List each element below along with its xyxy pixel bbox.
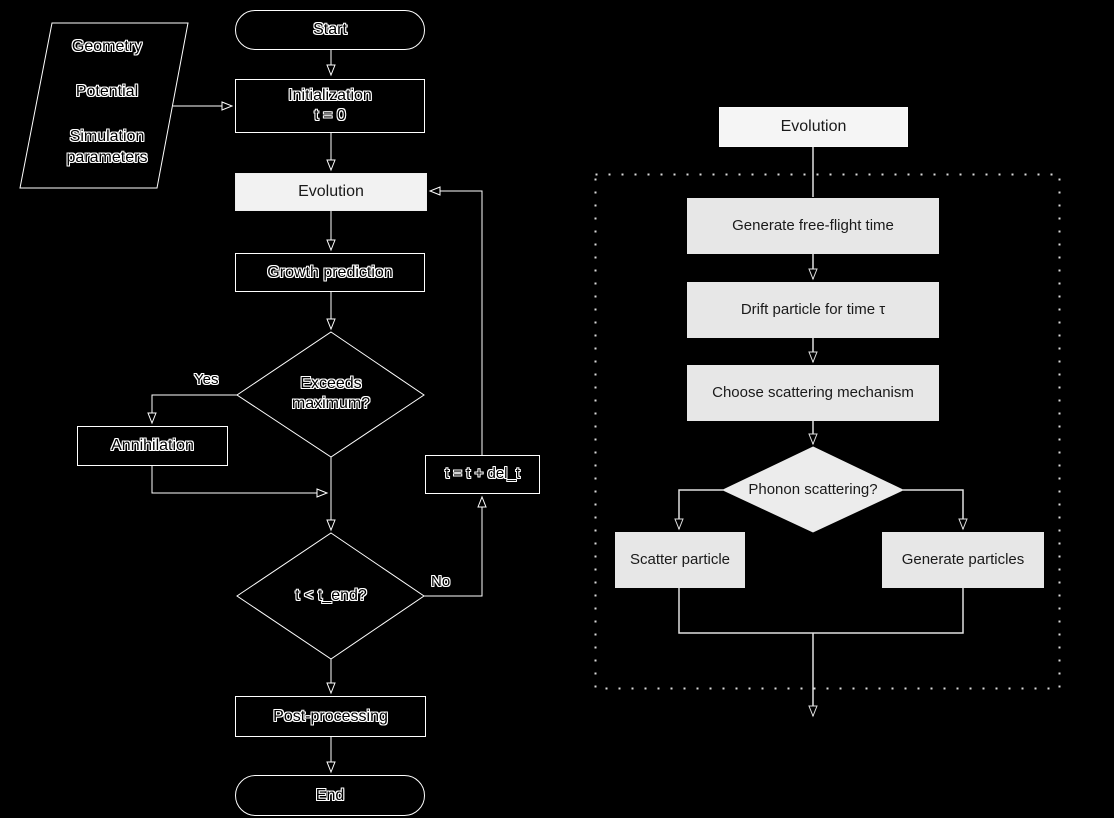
post-processing-step: Post-processing xyxy=(235,696,426,737)
connector-yes-to-annihilation xyxy=(147,394,237,425)
choose-scattering-step: Choose scattering mechanism xyxy=(687,365,939,421)
connector-annihilation-merge xyxy=(151,466,329,498)
initialization-line1: Initialization xyxy=(288,87,372,104)
evolution-right-label: Evolution xyxy=(780,118,847,135)
yes-branch-label: Yes xyxy=(194,371,219,388)
evolution-step-left: Evolution xyxy=(235,173,427,211)
time-update-step: t = t + del_t xyxy=(425,455,540,494)
exceeds-line1: Exceeds xyxy=(300,375,362,392)
exceeds-line2: maximum? xyxy=(291,395,371,412)
connectors-left xyxy=(147,50,487,774)
t-end-label: t < t_end? xyxy=(295,587,367,604)
exceeds-maximum-decision: Exceeds maximum? xyxy=(250,371,412,417)
no-branch-label: No xyxy=(431,573,451,590)
end-terminator: End xyxy=(235,775,425,816)
connector-time-update-to-evolution xyxy=(428,186,483,455)
input-line-simulation-parameters: Simulation parameters xyxy=(66,128,148,166)
connector-decision-to-generate-particles xyxy=(903,489,968,531)
phonon-scattering-diamond-shape xyxy=(721,446,905,533)
connectors-right xyxy=(674,147,968,718)
drift-particle-step: Drift particle for time τ xyxy=(687,282,939,338)
generate-free-flight-step: Generate free-flight time xyxy=(687,198,939,254)
initialization-step: Initialization t = 0 xyxy=(235,79,425,133)
scatter-particle-step: Scatter particle xyxy=(615,532,745,588)
annihilation-step: Annihilation xyxy=(77,426,228,466)
initialization-line2: t = 0 xyxy=(314,107,346,124)
connector-no-to-time-update xyxy=(424,495,487,597)
connector-branch-merge xyxy=(678,588,964,634)
start-label: Start xyxy=(313,21,347,38)
input-line-geometry: Geometry xyxy=(71,38,143,55)
growth-label: Growth prediction xyxy=(267,263,393,281)
generate-particles-label: Generate particles xyxy=(901,550,1025,568)
evolution-detail-title: Evolution xyxy=(719,107,908,147)
input-line-potential: Potential xyxy=(75,83,139,100)
evolution-left-label: Evolution xyxy=(298,183,364,200)
scatter-particle-label: Scatter particle xyxy=(629,550,731,568)
evolution-detail-boundary xyxy=(594,173,1061,690)
annihilation-label: Annihilation xyxy=(111,437,194,454)
input-parallelogram-shape xyxy=(19,22,189,189)
phonon-scattering-label: Phonon scattering? xyxy=(748,480,878,498)
choose-scattering-label: Choose scattering mechanism xyxy=(712,383,914,401)
end-label: End xyxy=(315,786,345,804)
generate-particles-step: Generate particles xyxy=(882,532,1044,588)
drift-particle-label: Drift particle for time τ xyxy=(740,300,886,318)
time-update-label: t = t + del_t xyxy=(444,465,521,483)
generate-free-flight-label: Generate free-flight time xyxy=(732,216,894,234)
input-parallelogram: Geometry Potential Simulation parameters xyxy=(42,36,172,192)
post-processing-label: Post-processing xyxy=(273,707,388,725)
start-terminator: Start xyxy=(235,10,425,50)
t-end-decision: t < t_end? xyxy=(250,585,412,607)
growth-prediction-step: Growth prediction xyxy=(235,253,425,292)
phonon-scattering-decision: Phonon scattering? xyxy=(723,479,903,501)
connector-decision-to-scatter xyxy=(674,489,723,531)
